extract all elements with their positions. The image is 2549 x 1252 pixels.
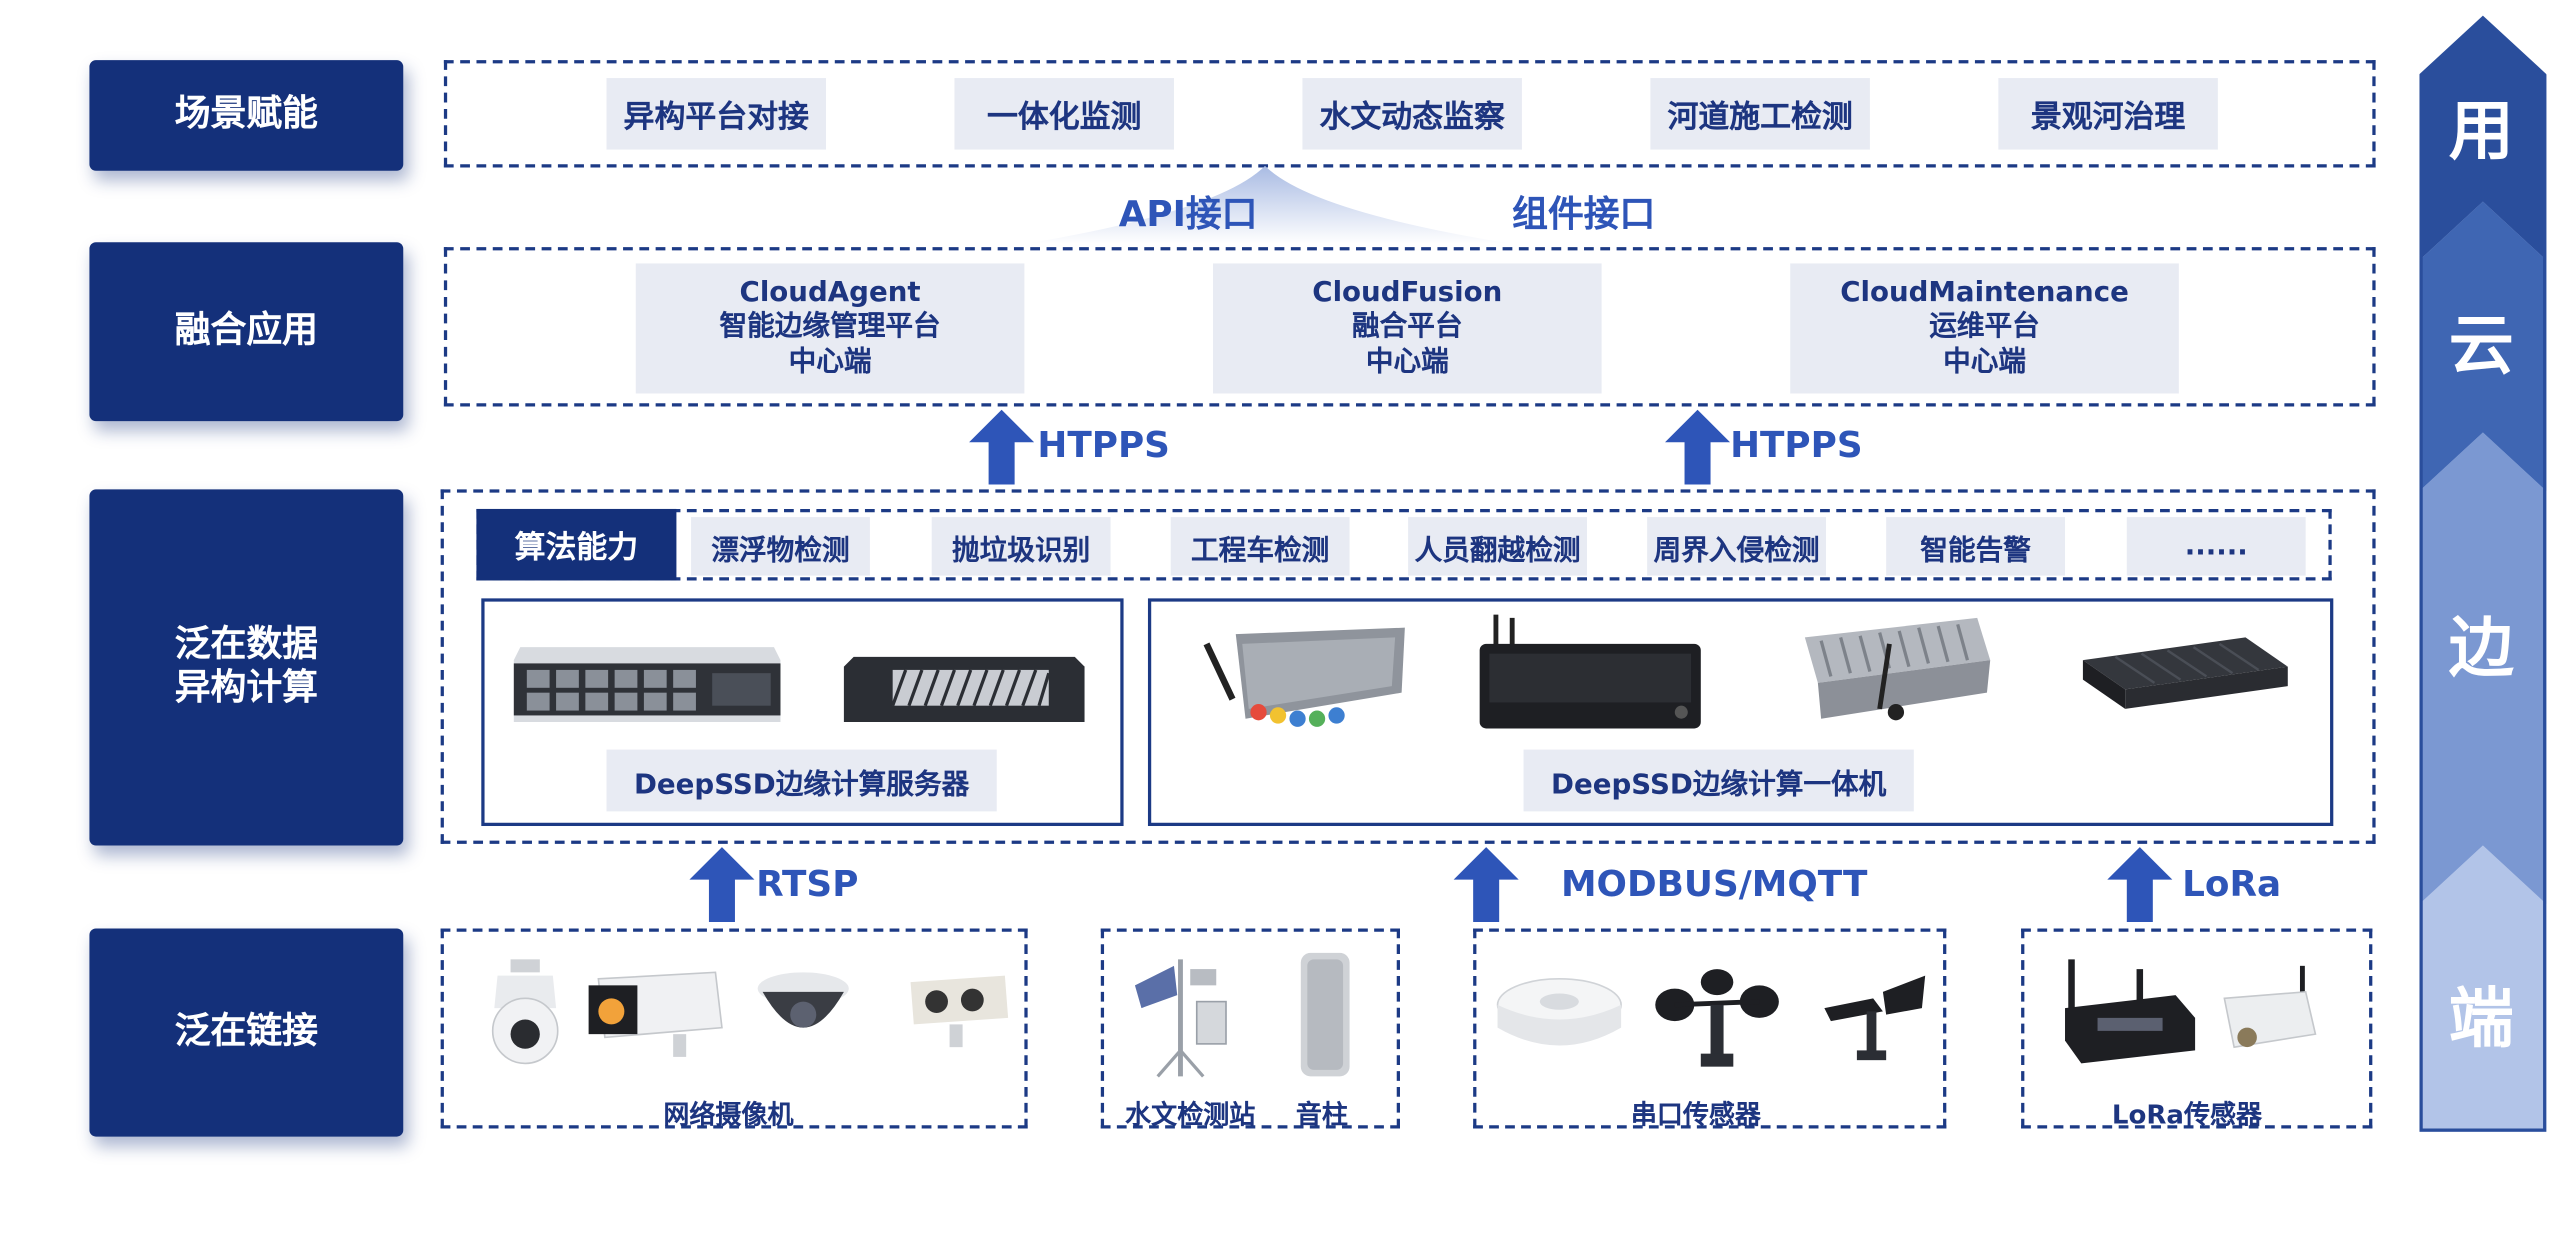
scene-item: 景观河治理 [1998,78,2218,150]
algorithm-item: 智能告警 [1886,517,2066,576]
smoke-detector-icon [1496,978,1622,1046]
scene-item: 异构平台对接 [606,78,827,150]
hydro-group-box [1100,928,1400,1129]
protocol-rtsp: RTSP [756,865,859,906]
up-arrow-icon [1665,409,1731,485]
serial-sensor-caption: 串口传感器 [1630,1099,1761,1131]
bullet-camera-icon [588,971,723,1057]
algorithm-item: 周界入侵检测 [1647,517,1826,576]
platform-desc: 智能边缘管理平台 [719,311,941,344]
edge-server-box [481,598,1124,827]
tier-label-use: 用 [2448,94,2514,170]
dome-camera-icon [757,972,849,1028]
tier-label-edge: 边 [2448,611,2514,687]
rugged-box-icon [1203,627,1405,727]
serial-sensor-group-box [1473,928,1947,1129]
fanless-box-icon [2082,637,2288,709]
up-arrow-icon [1453,847,1519,922]
platform-role: 中心端 [788,345,872,379]
edge-aio-box [1147,598,2334,827]
algorithm-item: 抛垃圾识别 [931,517,1111,576]
platform-desc: 融合平台 [1352,311,1463,344]
api-interface-label: API接口 [1118,195,1258,236]
camera-group-box [440,928,1028,1129]
edge-aio-label: DeepSSD边缘计算一体机 [1523,749,1914,812]
up-arrow-icon [2107,847,2173,922]
scene-item: 水文动态监察 [1302,78,1522,150]
edge-server-label: DeepSSD边缘计算服务器 [606,749,997,812]
hydro-station-icon [1134,959,1227,1078]
layer-label-compute: 泛在数据 异构计算 [89,489,404,846]
platform-card-cloudagent: CloudAgent 智能边缘管理平台 中心端 [635,263,1025,394]
lora-sensor-group-box [2021,928,2373,1129]
protocol-https-right: HTPPS [1730,426,1863,467]
platform-role: 中心端 [1365,345,1449,379]
rack-server-icon [513,647,781,722]
platform-desc: 运维平台 [1929,311,2040,344]
component-interface-label: 组件接口 [1512,195,1656,236]
fusion-layer-box [443,247,2376,407]
platform-name: CloudFusion [1312,276,1503,310]
chassis-server-icon [843,656,1085,722]
scene-item: 一体化监测 [954,78,1174,150]
layer-label-fusion: 融合应用 [89,242,404,422]
algorithm-item: 漂浮物检测 [691,517,870,576]
tier-bar [2419,15,2547,1132]
layer-label-scene: 场景赋能 [89,60,404,171]
scene-layer-box [443,60,2376,168]
wind-vane-icon [1824,975,1926,1061]
speaker-column-icon [1300,952,1350,1077]
hydro-caption: 水文检测站 [1125,1099,1256,1131]
ptz-camera-icon [491,959,559,1065]
protocol-modbus-mqtt: MODBUS/MQTT [1560,865,1868,906]
up-arrow-icon [969,409,1035,485]
lora-sensor-icon [2223,965,2317,1049]
algorithm-header: 算法能力 [476,508,677,581]
camera-caption: 网络摄像机 [663,1099,794,1131]
compute-layer-box [440,489,2376,844]
lora-gateway-icon [2065,959,2196,1064]
desktop-box-icon [1479,614,1701,729]
up-arrow-icon [689,847,755,922]
platform-role: 中心端 [1943,345,2026,379]
platform-name: CloudMaintenance [1840,276,2129,310]
platform-card-cloudmaintenance: CloudMaintenance 运维平台 中心端 [1790,263,2179,394]
scene-item: 河道施工检测 [1650,78,1870,150]
algorithm-item: ...... [2126,517,2306,576]
anemometer-icon [1655,969,1779,1067]
protocol-lora: LoRa [2182,865,2282,906]
layer-label-connect: 泛在链接 [89,928,404,1137]
platform-name: CloudAgent [739,276,921,310]
interface-arrow [1024,165,1513,244]
thermal-camera-icon [910,975,1009,1048]
tier-label-cloud: 云 [2448,308,2514,384]
lora-sensor-caption: LoRa传感器 [2111,1099,2263,1131]
protocol-https-left: HTPPS [1037,426,1170,467]
algorithm-item: 人员翻越检测 [1408,517,1587,576]
finned-box-icon [1804,617,1991,721]
tier-label-end: 端 [2448,982,2514,1057]
platform-card-cloudfusion: CloudFusion 融合平台 中心端 [1212,263,1602,394]
speaker-caption: 音柱 [1295,1099,1348,1131]
algorithm-item: 工程车检测 [1170,517,1350,576]
